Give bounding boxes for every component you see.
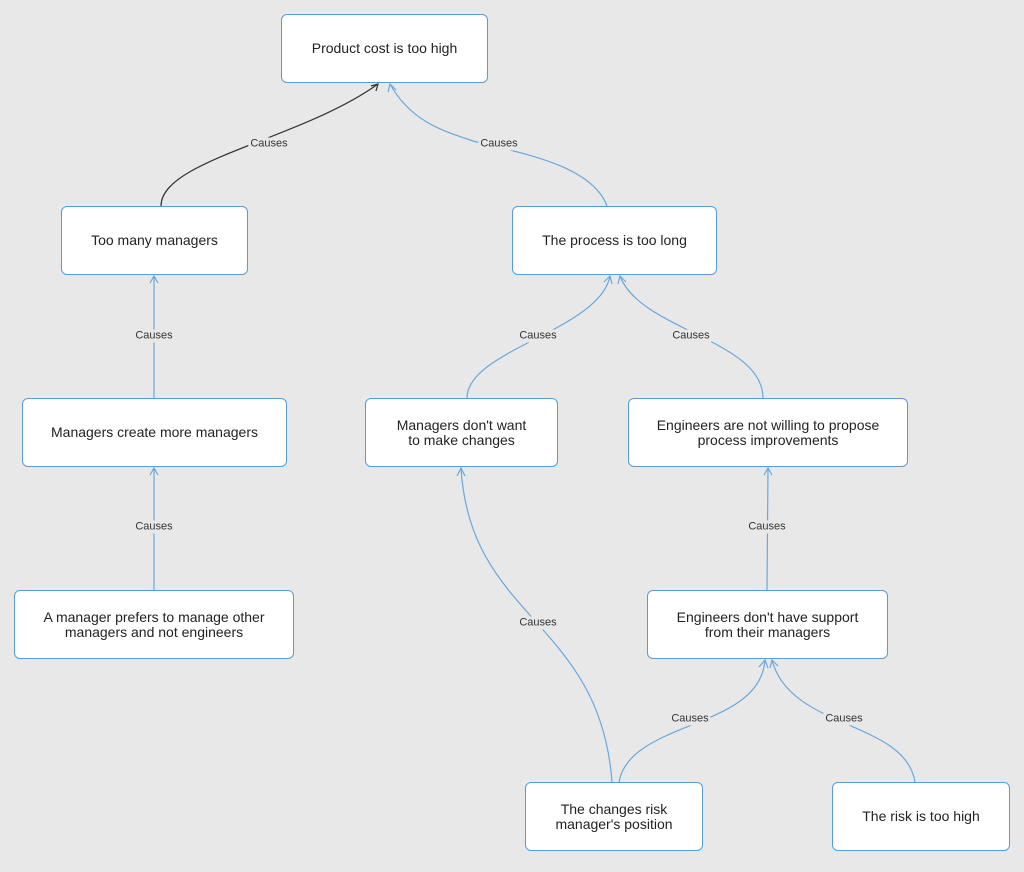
- edge-label: Causes: [823, 712, 865, 726]
- edge-label: Causes: [517, 329, 559, 343]
- node-label: Too many managers: [91, 232, 218, 248]
- arrowhead-icon: [387, 82, 397, 93]
- node-label: The process is too long: [542, 232, 687, 248]
- node-label: The risk is too high: [862, 808, 980, 824]
- node-process-too-long[interactable]: The process is too long: [512, 206, 717, 275]
- node-too-many-managers[interactable]: Too many managers: [61, 206, 248, 275]
- node-manager-prefers[interactable]: A manager prefers to manage other manage…: [14, 590, 294, 659]
- edge-label: Causes: [670, 329, 712, 343]
- node-label: Engineers are not willing to propose pro…: [656, 416, 880, 448]
- node-changes-risk[interactable]: The changes risk manager's position: [525, 782, 703, 851]
- arrowhead-icon: [758, 658, 769, 669]
- node-label: Managers create more managers: [51, 424, 258, 440]
- node-label: A manager prefers to manage other manage…: [43, 608, 265, 640]
- edge-label: Causes: [746, 520, 788, 534]
- edge-label: Causes: [478, 137, 520, 151]
- node-managers-no-change[interactable]: Managers don't want to make changes: [365, 398, 558, 467]
- node-label: Product cost is too high: [311, 40, 458, 56]
- edge-too-many-managers-to-product-cost: [160, 83, 379, 207]
- arrowhead-icon: [763, 466, 773, 476]
- node-engineers-not-willing[interactable]: Engineers are not willing to propose pro…: [628, 398, 908, 467]
- arrowhead-icon: [603, 274, 613, 285]
- node-label: Managers don't want to make changes: [396, 416, 527, 448]
- arrowhead-icon: [769, 658, 779, 669]
- edge-process-to-product-cost: [389, 83, 608, 207]
- arrowhead-icon: [370, 83, 379, 92]
- edge-label: Causes: [133, 520, 175, 534]
- arrowhead-icon: [149, 274, 159, 284]
- node-managers-create[interactable]: Managers create more managers: [22, 398, 287, 467]
- edge-label: Causes: [669, 712, 711, 726]
- arrowhead-icon: [149, 466, 159, 476]
- edge-label: Causes: [248, 137, 290, 151]
- node-engineers-no-support[interactable]: Engineers don't have support from their …: [647, 590, 888, 659]
- edge-label: Causes: [133, 329, 175, 343]
- arrowhead-icon: [456, 466, 466, 477]
- node-risk-too-high[interactable]: The risk is too high: [832, 782, 1010, 851]
- node-product-cost[interactable]: Product cost is too high: [281, 14, 488, 83]
- node-label: The changes risk manager's position: [555, 800, 673, 832]
- node-label: Engineers don't have support from their …: [676, 608, 859, 640]
- edge-label: Causes: [517, 616, 559, 630]
- arrowhead-icon: [617, 274, 627, 285]
